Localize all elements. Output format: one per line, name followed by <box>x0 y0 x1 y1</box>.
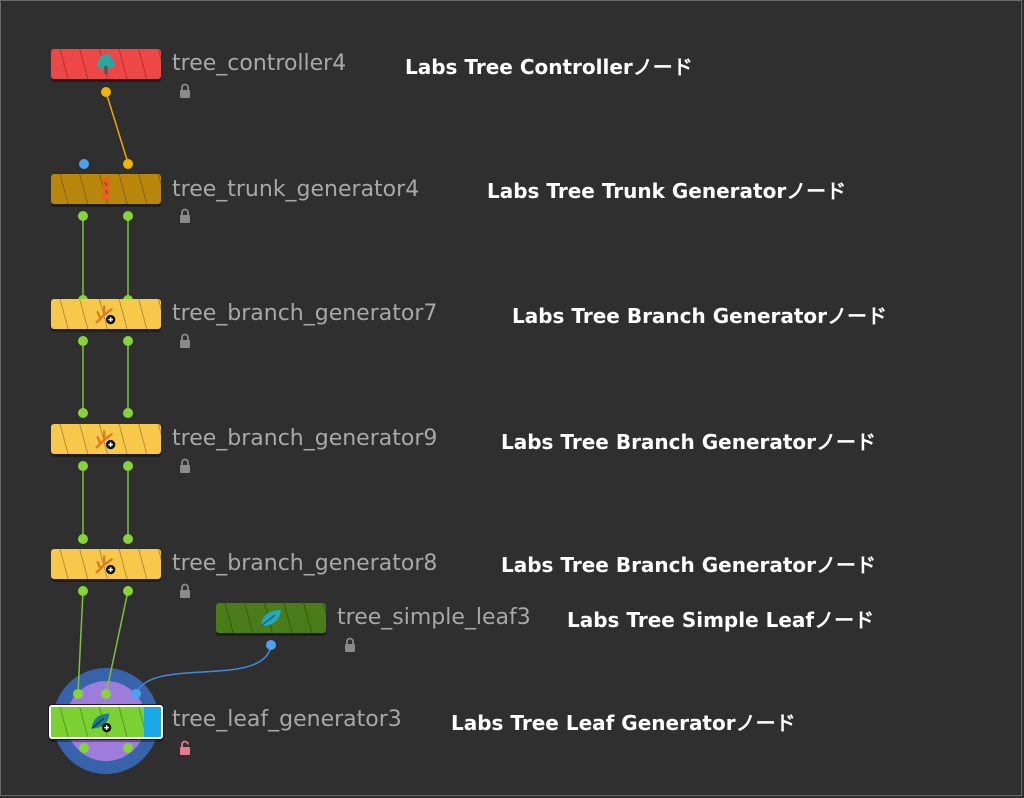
node-description: Labs Tree Controllerノード <box>405 55 693 79</box>
branch-icon <box>93 426 119 452</box>
output-port[interactable] <box>78 586 88 596</box>
input-port[interactable] <box>78 534 88 544</box>
node-tree-leaf-generator[interactable] <box>49 705 163 739</box>
node-name[interactable]: tree_simple_leaf3 <box>337 605 531 630</box>
node-tree-branch-generator[interactable] <box>51 299 161 329</box>
node-name[interactable]: tree_controller4 <box>172 51 347 76</box>
node-tree-branch-generator[interactable] <box>51 424 161 454</box>
display-flag[interactable] <box>144 707 161 737</box>
wire-branch8-to-leafgen-a[interactable] <box>77 590 84 695</box>
output-port[interactable] <box>123 743 133 753</box>
wire-controller-to-trunk[interactable] <box>105 91 129 164</box>
node-name[interactable]: tree_branch_generator8 <box>172 551 438 576</box>
node-name[interactable]: tree_branch_generator7 <box>172 301 438 326</box>
unlock-icon[interactable] <box>178 740 192 756</box>
wire-simpleleaf-to-leafgen[interactable] <box>135 644 272 695</box>
lock-icon[interactable] <box>178 83 192 99</box>
node-name[interactable]: tree_leaf_generator3 <box>172 707 402 732</box>
output-port[interactable] <box>101 87 111 97</box>
branch-icon <box>93 301 119 327</box>
node-tree-controller[interactable] <box>51 49 161 79</box>
node-name[interactable]: tree_branch_generator9 <box>172 426 438 451</box>
output-port[interactable] <box>123 211 133 221</box>
output-port[interactable] <box>266 640 276 650</box>
node-description: Labs Tree Branch Generatorノード <box>501 553 877 577</box>
node-description: Labs Tree Trunk Generatorノード <box>487 179 847 203</box>
output-port[interactable] <box>123 461 133 471</box>
tree-icon <box>93 51 119 77</box>
trunk-icon <box>93 176 119 202</box>
input-port[interactable] <box>131 689 141 699</box>
node-description: Labs Tree Branch Generatorノード <box>501 430 877 454</box>
node-description: Labs Tree Leaf Generatorノード <box>451 711 796 735</box>
lock-icon[interactable] <box>178 458 192 474</box>
leaf-generator-icon <box>89 709 115 735</box>
input-port[interactable] <box>79 159 89 169</box>
leaf-icon <box>258 605 284 631</box>
output-port[interactable] <box>78 461 88 471</box>
input-port[interactable] <box>123 534 133 544</box>
lock-icon[interactable] <box>178 333 192 349</box>
wire-branch8-to-leafgen-b[interactable] <box>105 590 129 695</box>
node-tree-trunk-generator[interactable] <box>51 174 161 204</box>
input-port[interactable] <box>101 689 111 699</box>
output-port[interactable] <box>79 743 89 753</box>
input-port[interactable] <box>123 159 133 169</box>
node-name[interactable]: tree_trunk_generator4 <box>172 177 420 202</box>
node-description: Labs Tree Branch Generatorノード <box>512 304 888 328</box>
output-port[interactable] <box>123 586 133 596</box>
output-port[interactable] <box>123 336 133 346</box>
output-port[interactable] <box>78 336 88 346</box>
lock-icon[interactable] <box>178 208 192 224</box>
output-port[interactable] <box>78 211 88 221</box>
lock-icon[interactable] <box>343 637 357 653</box>
node-tree-branch-generator[interactable] <box>51 549 161 579</box>
input-port[interactable] <box>123 408 133 418</box>
lock-icon[interactable] <box>178 583 192 599</box>
input-port[interactable] <box>73 689 83 699</box>
node-tree-simple-leaf[interactable] <box>216 603 326 633</box>
node-description: Labs Tree Simple Leafノード <box>567 608 875 632</box>
input-port[interactable] <box>78 408 88 418</box>
branch-icon <box>93 551 119 577</box>
